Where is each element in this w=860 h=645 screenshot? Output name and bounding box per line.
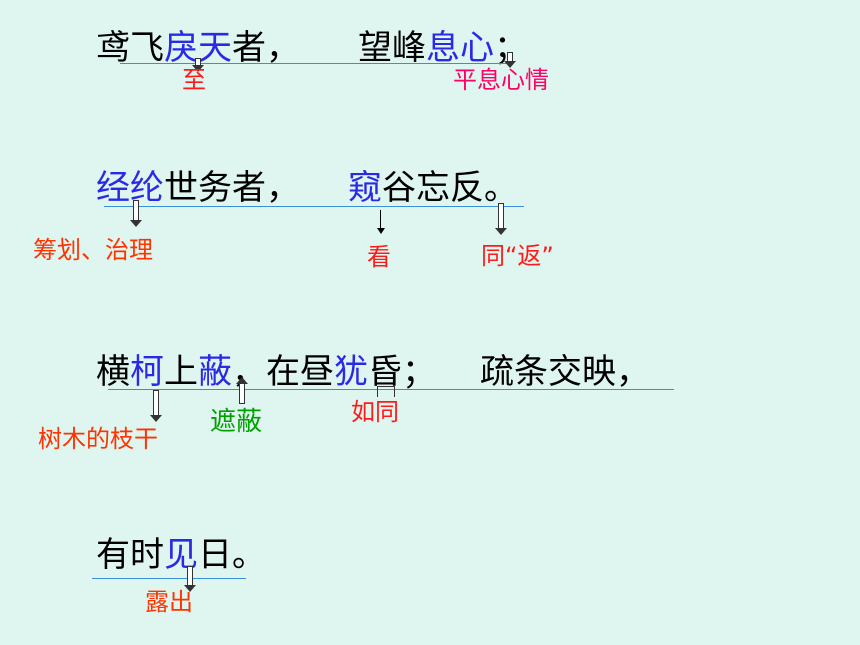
note-ke: 树木的枝干	[38, 425, 158, 453]
arrow-down-icon	[192, 58, 204, 72]
arrow-down-icon	[495, 203, 507, 235]
verse-text: 者，	[232, 28, 300, 68]
verse-line-1: 鸢飞戾天者，望峰息心；	[96, 28, 528, 68]
arrow-down-icon	[130, 200, 142, 228]
verse-text: 世务者，	[164, 168, 300, 208]
arrow-down-icon	[504, 52, 516, 68]
note-jing-lun: 筹划、治理	[33, 236, 153, 264]
verse-text: 望峰	[358, 28, 426, 68]
note-you: 如同	[351, 398, 399, 426]
underline-3	[108, 389, 674, 390]
keyword-jing-lun: 经纶	[96, 168, 164, 208]
note-jian: 露出	[145, 588, 193, 616]
verse-line-2: 经纶世务者， 窥谷忘反。	[96, 168, 518, 208]
verse-text: 谷忘反。	[382, 168, 518, 208]
note-xi-xin: 平息心情	[453, 66, 549, 94]
verse-text: ，在昼	[232, 352, 334, 392]
keyword-ke: 柯	[130, 352, 164, 392]
verse-text: 横	[96, 352, 130, 392]
note-kui: 看	[367, 243, 391, 271]
verse-text: 鸢飞	[96, 28, 164, 68]
bracket-mark	[377, 386, 395, 397]
verse-line-3: 横柯上蔽，在昼犹昏； 疏条交映，	[96, 352, 650, 392]
keyword-xi-xin: 息心	[426, 28, 494, 68]
keyword-kui: 窥	[348, 168, 382, 208]
arrow-down-icon	[150, 390, 162, 422]
note-bi: 遮蔽	[210, 407, 263, 437]
verse-text: 日。	[198, 535, 266, 575]
arrow-up-icon	[236, 377, 248, 404]
verse-text: 疏条交映，	[480, 352, 650, 392]
note-fan: 同“返”	[481, 242, 554, 270]
arrow-down-icon	[376, 210, 386, 234]
verse-text: 有时	[96, 535, 164, 575]
arrow-down-icon	[184, 566, 196, 592]
verse-line-4: 有时见日。	[96, 535, 266, 575]
underline-2	[104, 206, 524, 207]
note-li: 至	[182, 66, 206, 94]
verse-text: 上	[164, 352, 198, 392]
keyword-bi: 蔽	[198, 352, 232, 392]
keyword-you: 犹	[334, 352, 368, 392]
underline-4	[92, 578, 246, 579]
verse-text: 昏；	[368, 352, 436, 392]
underline-1	[120, 63, 508, 64]
